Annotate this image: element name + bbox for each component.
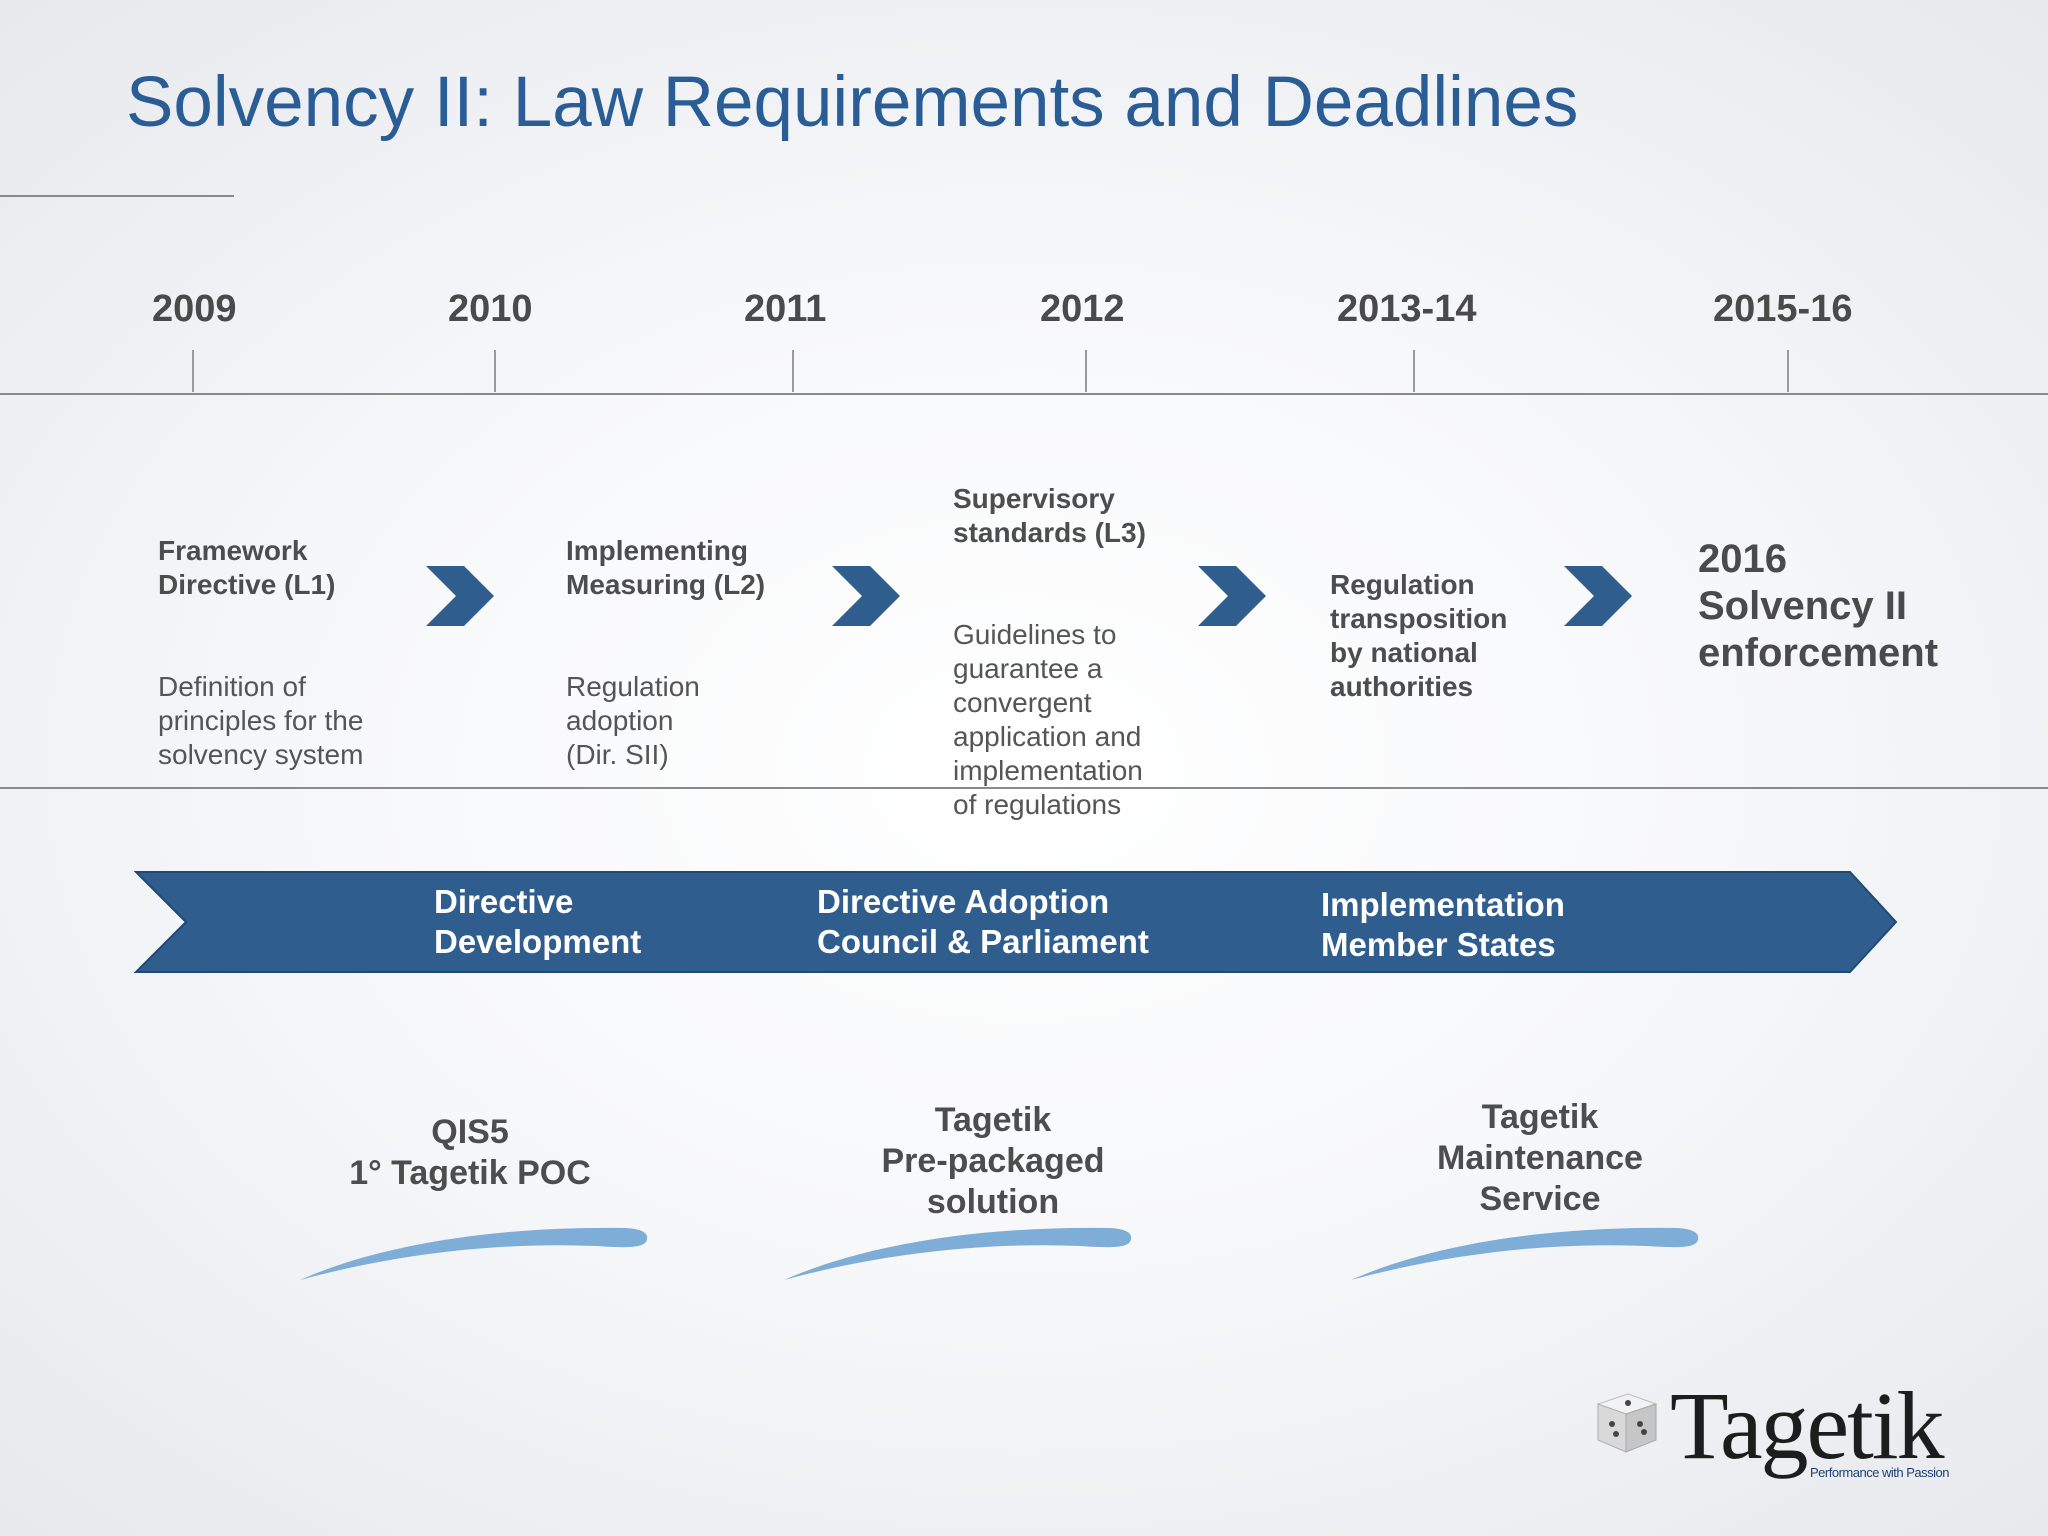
timeline-tick bbox=[1085, 350, 1087, 392]
step-solvency-enforcement: 2016 Solvency II enforcement bbox=[1698, 537, 1939, 675]
chevron-right-icon bbox=[1564, 566, 1632, 626]
company-tagline: Performance with Passion bbox=[1810, 1465, 1950, 1480]
step-supervisory-standards: Supervisory standards (L3) Guidelines to… bbox=[953, 448, 1146, 856]
step-implementing-measuring: Implementing Measuring (L2) Regulation a… bbox=[566, 500, 765, 806]
step-description: Guidelines to guarantee a convergent app… bbox=[953, 619, 1143, 820]
phase-label-implementation: Implementation Member States bbox=[1321, 886, 1565, 963]
swoosh-decoration bbox=[784, 1227, 1132, 1280]
step-description: Definition of principles for the solvenc… bbox=[158, 671, 364, 770]
page-title: Solvency II: Law Requirements and Deadli… bbox=[126, 63, 1579, 142]
chevron-right-icon bbox=[426, 566, 494, 626]
phase-band-arrow bbox=[134, 871, 1898, 973]
timeline-tick bbox=[494, 350, 496, 392]
timeline-axis bbox=[0, 393, 2048, 395]
year-label-2011: 2011 bbox=[744, 288, 827, 330]
solution-prepackaged: Tagetik Pre-packaged solution bbox=[881, 1101, 1105, 1221]
title-underline bbox=[0, 195, 234, 197]
year-label-2009: 2009 bbox=[152, 288, 237, 330]
timeline-tick bbox=[792, 350, 794, 392]
year-label-2012: 2012 bbox=[1040, 288, 1125, 330]
solution-maintenance-service: Tagetik Maintenance Service bbox=[1437, 1098, 1643, 1218]
chevron-right-icon bbox=[832, 566, 900, 626]
year-label-2013-14: 2013-14 bbox=[1337, 288, 1477, 330]
step-heading: Supervisory standards (L3) bbox=[953, 483, 1146, 548]
step-framework-directive: Framework Directive (L1) Definition of p… bbox=[158, 500, 363, 806]
chevron-right-icon bbox=[1198, 566, 1266, 626]
phase-label-directive-adoption: Directive Adoption Council & Parliament bbox=[817, 883, 1149, 960]
step-heading: Framework Directive (L1) bbox=[158, 535, 336, 600]
phase-label-directive-development: Directive Development bbox=[434, 883, 642, 960]
year-label-2010: 2010 bbox=[448, 288, 533, 330]
swoosh-decoration bbox=[1351, 1227, 1699, 1280]
step-regulation-transposition: Regulation transposition by national aut… bbox=[1330, 534, 1507, 738]
step-description: Regulation adoption (Dir. SII) bbox=[566, 671, 700, 770]
timeline-tick bbox=[1787, 350, 1789, 392]
section-divider bbox=[0, 787, 2048, 789]
dice-logo-icon bbox=[1596, 1393, 1658, 1453]
timeline-tick bbox=[1413, 350, 1415, 392]
timeline-tick bbox=[192, 350, 194, 392]
company-logo-text: Tagetik bbox=[1670, 1372, 1944, 1479]
step-heading: Implementing Measuring (L2) bbox=[566, 535, 766, 600]
step-heading: Regulation transposition by national aut… bbox=[1330, 569, 1508, 702]
year-label-2015-16: 2015-16 bbox=[1713, 288, 1853, 330]
solution-qis5-poc: QIS5 1° Tagetik POC bbox=[349, 1113, 591, 1192]
swoosh-decoration bbox=[300, 1227, 648, 1280]
